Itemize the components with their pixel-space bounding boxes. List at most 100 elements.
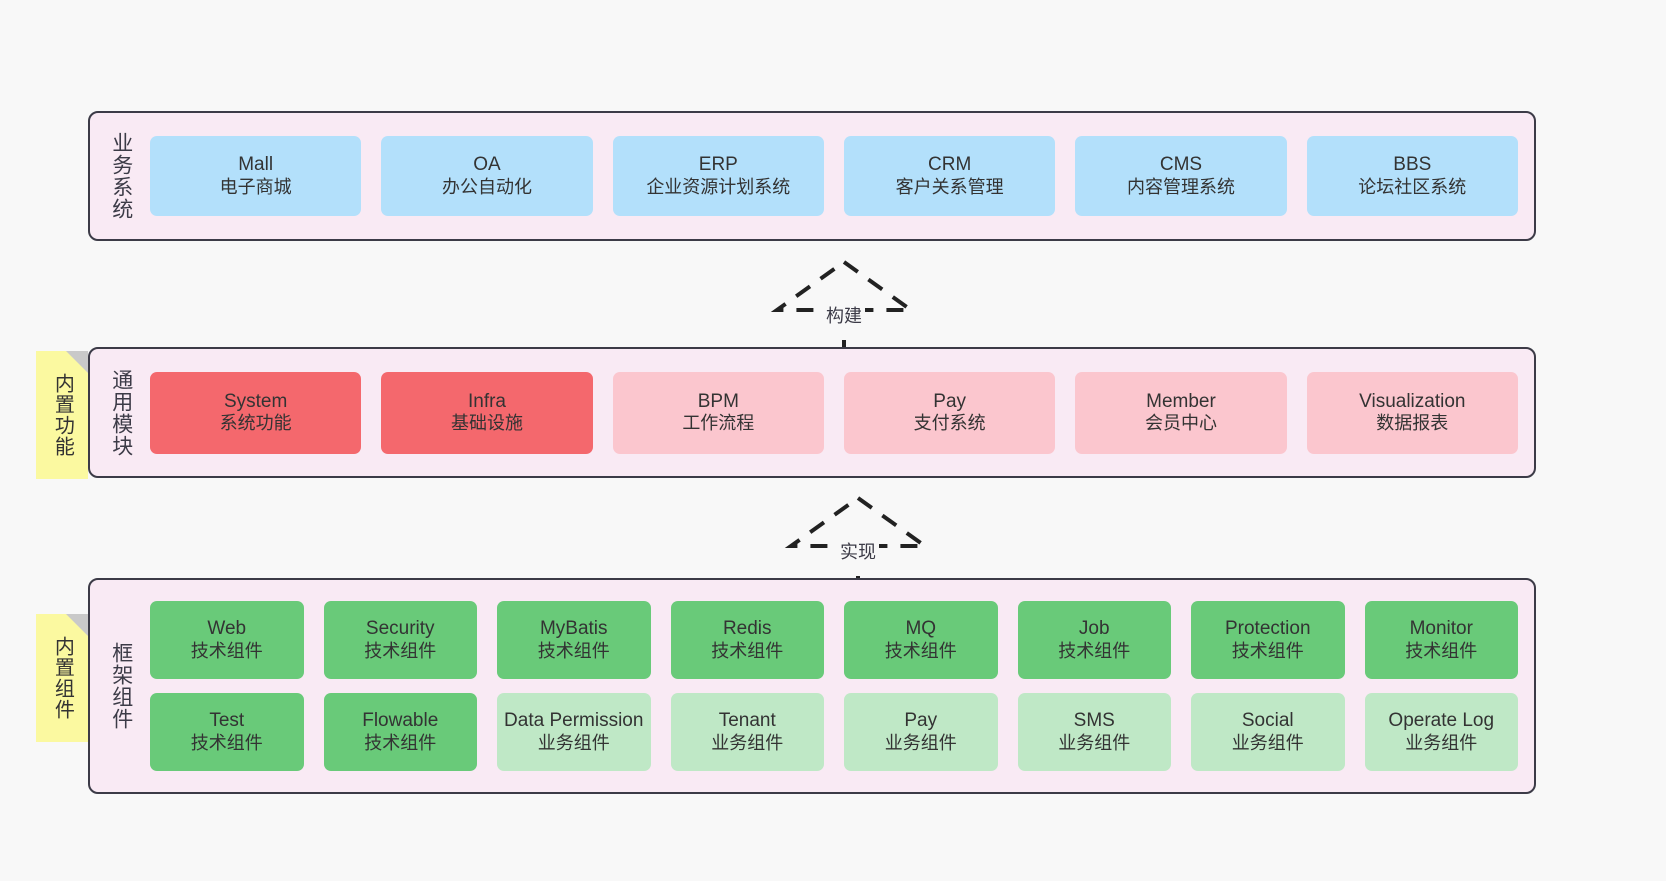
note-label: 内置组件 [51,636,74,720]
note-label: 内置功能 [51,373,74,457]
cell-oa[interactable]: OA 办公自动化 [381,136,593,216]
cell-subtitle: 业务组件 [711,732,784,753]
cell-row-business: Test 技术组件 Flowable 技术组件 Data Permission … [150,693,1518,771]
cell-title: Flowable [362,710,439,732]
cell-title: Security [365,618,435,640]
cell-title: Web [207,618,247,640]
cell-title: Protection [1224,618,1311,640]
cell-title: Mall [238,154,274,176]
cell-title: Operate Log [1388,710,1495,732]
cell-bbs[interactable]: BBS 论坛社区系统 [1306,136,1518,216]
cell-row: System 系统功能 Infra 基础设施 BPM 工作流程 Pay 支付系统… [150,371,1518,454]
cell-row-tech: Web 技术组件 Security 技术组件 MyBatis 技术组件 Redi… [150,601,1518,679]
cell-subtitle: 数据报表 [1376,413,1449,434]
cell-member[interactable]: Member 会员中心 [1075,371,1287,454]
cell-subtitle: 内容管理系统 [1126,176,1235,197]
cell-subtitle: 业务组件 [1058,732,1131,753]
cell-subtitle: 技术组件 [1231,640,1304,661]
cell-title: Social [1241,710,1294,732]
cell-title: MQ [905,618,937,640]
connector-build: 构建 [759,258,929,353]
cell-title: System [223,390,288,412]
cell-redis[interactable]: Redis 技术组件 [670,601,824,679]
folded-corner-icon [66,351,88,373]
cell-tenant[interactable]: Tenant 业务组件 [670,693,824,771]
layer-body-framework-components: Web 技术组件 Security 技术组件 MyBatis 技术组件 Redi… [142,580,1534,792]
connector-implement-label: 实现 [837,538,879,564]
cell-subtitle: 支付系统 [913,413,986,434]
connector-implement: 实现 [773,494,943,589]
cell-web[interactable]: Web 技术组件 [150,601,304,679]
cell-security[interactable]: Security 技术组件 [323,601,477,679]
layer-body-business-systems: Mall 电子商城 OA 办公自动化 ERP 企业资源计划系统 CRM 客户关系… [142,113,1534,239]
layer-body-common-modules: System 系统功能 Infra 基础设施 BPM 工作流程 Pay 支付系统… [142,349,1534,476]
cell-test[interactable]: Test 技术组件 [150,693,304,771]
cell-pay-business[interactable]: Pay 业务组件 [844,693,998,771]
cell-subtitle: 技术组件 [364,640,437,661]
cell-title: Monitor [1409,618,1473,640]
cell-subtitle: 技术组件 [364,732,437,753]
connector-build-label: 构建 [823,302,865,328]
cell-subtitle: 业务组件 [884,732,957,753]
layer-title-framework-components: 框架组件 [109,642,133,730]
cell-title: Pay [904,710,938,732]
cell-system[interactable]: System 系统功能 [150,371,362,454]
cell-subtitle: 论坛社区系统 [1358,176,1467,197]
layer-title-common-modules: 通用模块 [109,368,133,457]
cell-subtitle: 技术组件 [190,640,263,661]
cell-subtitle: 系统功能 [219,413,292,434]
cell-mall[interactable]: Mall 电子商城 [150,136,362,216]
cell-infra[interactable]: Infra 基础设施 [381,371,593,454]
cell-title: MyBatis [539,618,608,640]
cell-subtitle: 技术组件 [1058,640,1131,661]
cell-title: CRM [928,154,972,176]
cell-subtitle: 业务组件 [1231,732,1304,753]
cell-monitor[interactable]: Monitor 技术组件 [1364,601,1518,679]
cell-cms[interactable]: CMS 内容管理系统 [1075,136,1287,216]
cell-data-permission[interactable]: Data Permission 业务组件 [497,693,651,771]
cell-mq[interactable]: MQ 技术组件 [844,601,998,679]
cell-subtitle: 技术组件 [884,640,957,661]
layer-framework-components[interactable]: 框架组件 Web 技术组件 Security 技术组件 MyBatis 技术组件… [88,578,1536,794]
cell-title: OA [473,154,501,176]
note-builtin-function[interactable]: 内置功能 [36,351,88,479]
cell-title: CMS [1159,154,1203,176]
cell-mybatis[interactable]: MyBatis 技术组件 [497,601,651,679]
cell-title: Data Permission [504,710,644,732]
cell-title: BPM [697,390,739,412]
cell-subtitle: 技术组件 [537,640,610,661]
layer-business-systems[interactable]: 业务系统 Mall 电子商城 OA 办公自动化 ERP 企业资源计划系统 CRM… [88,111,1536,241]
cell-title: Pay [933,390,967,412]
note-builtin-component[interactable]: 内置组件 [36,614,88,742]
cell-title: Member [1146,390,1216,412]
cell-row: Mall 电子商城 OA 办公自动化 ERP 企业资源计划系统 CRM 客户关系… [150,136,1518,216]
cell-subtitle: 工作流程 [682,413,755,434]
cell-sms[interactable]: SMS 业务组件 [1017,693,1171,771]
cell-subtitle: 电子商城 [219,176,292,197]
layer-common-modules[interactable]: 通用模块 System 系统功能 Infra 基础设施 BPM 工作流程 Pay… [88,347,1536,478]
cell-crm[interactable]: CRM 客户关系管理 [843,136,1056,216]
cell-pay[interactable]: Pay 支付系统 [843,371,1056,454]
cell-visualization[interactable]: Visualization 数据报表 [1306,371,1518,454]
cell-bpm[interactable]: BPM 工作流程 [612,371,824,454]
cell-subtitle: 客户关系管理 [895,176,1004,197]
cell-protection[interactable]: Protection 技术组件 [1191,601,1345,679]
cell-subtitle: 技术组件 [190,732,263,753]
folded-corner-icon [66,614,88,636]
cell-operate-log[interactable]: Operate Log 业务组件 [1364,693,1518,771]
cell-title: Tenant [718,710,776,732]
cell-flowable[interactable]: Flowable 技术组件 [323,693,477,771]
cell-title: ERP [698,154,738,176]
cell-subtitle: 办公自动化 [441,176,532,197]
cell-title: Test [209,710,245,732]
cell-title: BBS [1393,154,1432,176]
cell-subtitle: 会员中心 [1144,413,1217,434]
cell-erp[interactable]: ERP 企业资源计划系统 [612,136,824,216]
cell-subtitle: 企业资源计划系统 [646,176,791,197]
cell-social[interactable]: Social 业务组件 [1191,693,1345,771]
cell-subtitle: 业务组件 [1405,732,1478,753]
cell-job[interactable]: Job 技术组件 [1017,601,1171,679]
cell-title: SMS [1073,710,1115,732]
cell-title: Job [1078,618,1110,640]
